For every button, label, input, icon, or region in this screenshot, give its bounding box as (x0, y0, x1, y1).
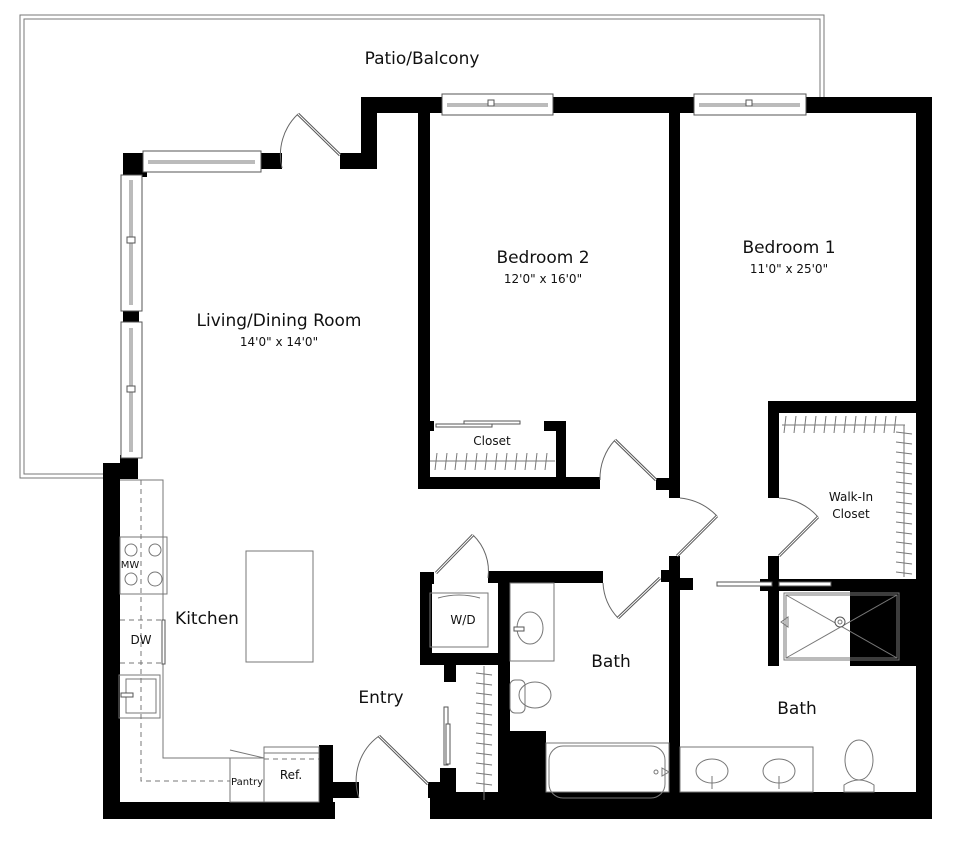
dishwasher-label: DW (130, 633, 152, 647)
hall-bath-label: Bath (591, 652, 631, 672)
closet-label: Closet (473, 434, 511, 448)
living-room-label: Living/Dining Room 14'0" x 14'0" (196, 311, 362, 349)
master-bath-label: Bath (777, 699, 817, 719)
patio-outline (19, 14, 825, 479)
bedroom1-label: Bedroom 1 11'0" x 25'0" (742, 238, 836, 276)
walkin-closet-line1: Walk-In (828, 490, 874, 504)
bedroom2-dimensions: 12'0" x 16'0" (503, 271, 583, 286)
kitchen-label: Kitchen (175, 609, 239, 629)
pantry-label: Pantry (231, 777, 263, 788)
walkin-closet-label: Walk-In Closet (828, 490, 874, 522)
kitchen-fixtures (118, 479, 320, 803)
bedroom1-name: Bedroom 1 (742, 238, 836, 258)
microwave-label: MW (120, 560, 140, 571)
entry-label: Entry (358, 688, 404, 708)
interior-walls (418, 97, 918, 806)
interior-doors (355, 420, 832, 799)
refrigerator-label: Ref. (279, 768, 303, 782)
closet-rods (430, 415, 913, 800)
washer-dryer-label: W/D (450, 613, 476, 627)
master-bath-fixtures (679, 592, 900, 793)
exterior-walls (103, 97, 932, 819)
patio-door (279, 112, 342, 169)
living-room-name: Living/Dining Room (196, 311, 362, 331)
windows (120, 93, 807, 459)
bedroom2-name: Bedroom 2 (496, 248, 590, 268)
living-room-dimensions: 14'0" x 14'0" (239, 334, 319, 349)
bedroom2-label: Bedroom 2 12'0" x 16'0" (496, 248, 590, 286)
patio-label: Patio/Balcony (364, 49, 480, 69)
hall-bath-fixtures (429, 582, 671, 799)
bedroom1-dimensions: 11'0" x 25'0" (749, 261, 829, 276)
walkin-closet-line2: Closet (832, 506, 870, 521)
